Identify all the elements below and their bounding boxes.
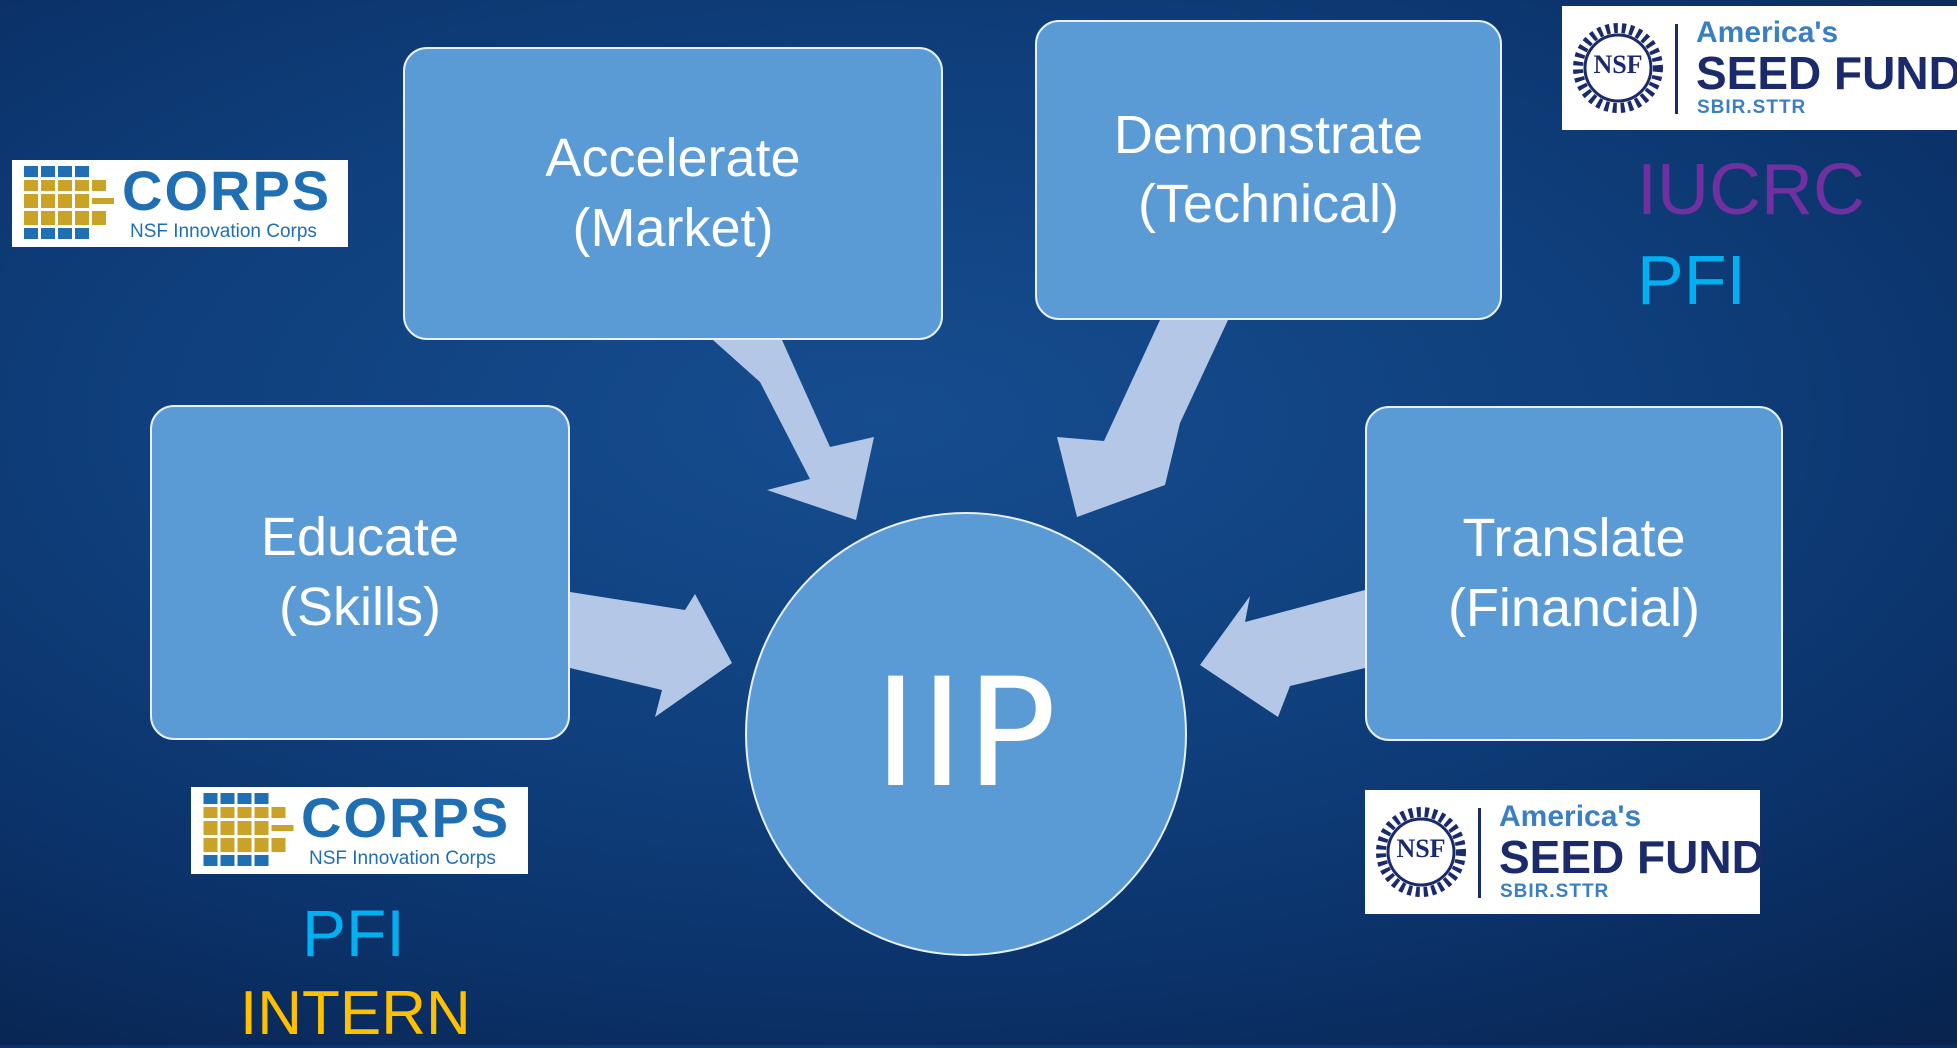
seed-fund-line3: SBIR.STTR: [1697, 97, 1807, 118]
icorps-tagline: NSF Innovation Corps: [130, 221, 317, 242]
demonstrate-subtitle: (Technical): [1137, 174, 1400, 234]
seed-fund-line2: SEED FUND: [1696, 47, 1957, 99]
icorps-tagline: NSF Innovation Corps: [309, 848, 496, 869]
demonstrate-title: Demonstrate: [1113, 104, 1424, 165]
seed-fund-line1: America's: [1499, 800, 1642, 833]
seed-fund-logo-bottom: NSF America's SEED FUND SBIR.STTR: [1365, 790, 1765, 914]
arrow-translate-to-center: [1200, 590, 1365, 717]
nsf-seal-text: NSF: [1593, 50, 1643, 79]
demonstrate-box: Demonstrate (Technical): [1035, 20, 1502, 320]
icorps-wordmark: CORPS: [122, 159, 332, 222]
accelerate-box: Accelerate (Market): [403, 47, 943, 340]
translate-subtitle: (Financial): [1447, 577, 1701, 638]
translate-box: Translate (Financial): [1365, 406, 1783, 741]
arrow-educate-to-center: [570, 592, 732, 717]
program-pfi-top: PFI: [1637, 241, 1746, 319]
nsf-seal-text: NSF: [1396, 834, 1446, 863]
seed-fund-line3: SBIR.STTR: [1500, 881, 1610, 902]
icorps-grid-icon: [203, 793, 294, 866]
accelerate-title: Accelerate: [545, 128, 801, 189]
icorps-logo-top: CORPS NSF Innovation Corps: [12, 160, 348, 247]
translate-title: Translate: [1462, 508, 1686, 569]
iip-center-label: IIP: [873, 647, 1059, 821]
educate-box: Educate (Skills): [150, 405, 570, 740]
icorps-wordmark: CORPS: [301, 786, 511, 849]
arrow-demonstrate-to-center: [1057, 320, 1228, 517]
educate-subtitle: (Skills): [279, 576, 441, 637]
seed-fund-divider: [1478, 808, 1481, 898]
seed-fund-line1: America's: [1696, 16, 1839, 49]
seed-fund-line2: SEED FUND: [1499, 831, 1765, 883]
icorps-grid-icon: [24, 166, 114, 239]
accelerate-subtitle: (Market): [572, 197, 774, 258]
icorps-logo-bottom: CORPS NSF Innovation Corps: [191, 787, 528, 874]
seed-fund-divider: [1675, 24, 1678, 114]
iip-center-circle: IIP: [745, 512, 1187, 956]
nsf-seal-icon: [1376, 807, 1466, 897]
program-pfi-bottom: PFI: [302, 896, 405, 970]
seed-fund-logo-top: NSF America's SEED FUND SBIR.STTR: [1562, 6, 1957, 130]
arrow-accelerate-to-center: [713, 340, 874, 520]
program-intern: INTERN: [240, 979, 471, 1048]
program-iucrc: IUCRC: [1637, 150, 1865, 230]
nsf-seal-icon: [1573, 23, 1663, 113]
educate-title: Educate: [260, 507, 460, 568]
